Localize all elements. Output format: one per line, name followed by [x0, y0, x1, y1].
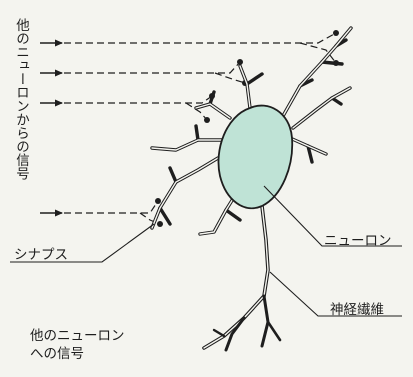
incoming-dashed-lines — [64, 33, 336, 224]
output-signal-line-1: 他のニューロン — [30, 327, 125, 345]
neuron-label: ニューロン — [324, 229, 392, 249]
input-arrows — [40, 43, 62, 213]
input-signal-label: 他のニューロンからの信号 — [6, 18, 28, 180]
output-signal-label: 他のニューロン への信号 — [30, 327, 125, 363]
nerve-fiber-label: 神経繊維 — [330, 298, 384, 318]
cell-body — [218, 106, 292, 209]
leader-lines — [10, 186, 402, 316]
synapse-label: シナプス — [14, 243, 68, 263]
output-signal-line-2: への信号 — [30, 345, 125, 363]
